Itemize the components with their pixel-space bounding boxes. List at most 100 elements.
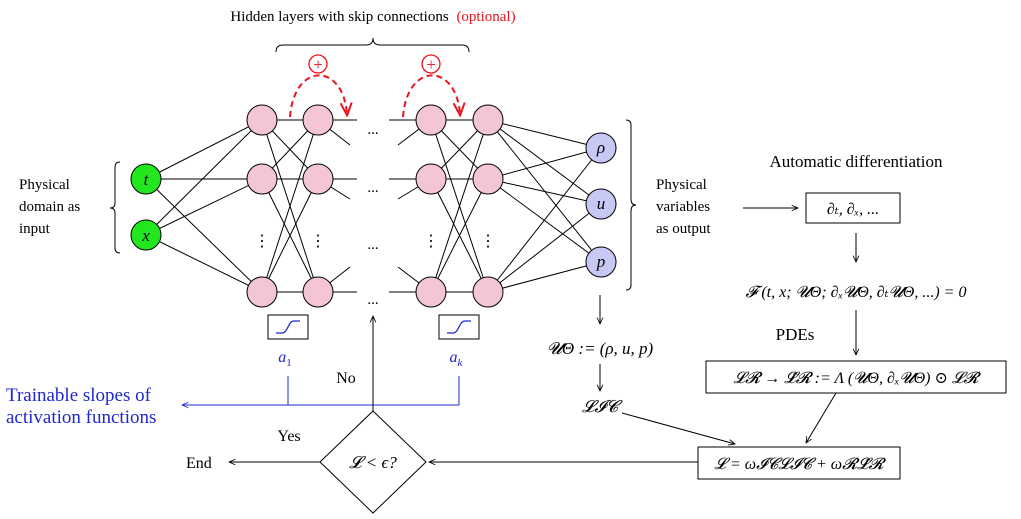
pde-residual-equation: 𝓕 (t, x; 𝓤Θ; ∂ₓ𝓤Θ, ∂ₜ𝓤Θ, ...) = 0	[746, 284, 967, 301]
connection-line	[487, 147, 602, 180]
skip-plus-icon-1	[308, 54, 328, 74]
hidden-node	[302, 163, 334, 195]
input-group-line-1: Physical	[19, 177, 70, 193]
no-label: No	[336, 370, 356, 387]
derivatives-box	[805, 192, 901, 224]
hidden-node	[415, 104, 447, 136]
network-connections	[145, 119, 602, 293]
output-group-label: Physical variables as output	[656, 177, 711, 237]
trainable-label-line-1: Trainable slopes of	[6, 385, 152, 406]
residual-loss-text: 𝓛𝓡 → 𝓛̂𝓡 := Λ (𝓤Θ, ∂ₓ𝓤Θ) ⊙ 𝓛𝓡	[734, 370, 982, 387]
input-group-line-2: domain as	[19, 199, 80, 215]
pdes-label: PDEs	[776, 325, 815, 344]
hidden-node	[302, 276, 334, 308]
activation-label-ak-sub: k	[458, 357, 464, 369]
output-brace	[625, 119, 637, 291]
skip-connection-2	[402, 74, 460, 117]
hidden-layers-brace	[275, 37, 470, 53]
title-main: Hidden layers with skip connections	[230, 9, 448, 25]
hidden-node	[246, 163, 278, 195]
solution-definition: 𝓤Θ := (ρ, u, p)	[547, 339, 654, 358]
vdots-layer-4: ⋮	[480, 233, 496, 250]
title-optional: (optional)	[456, 9, 515, 25]
activation-label-ak: ak	[450, 349, 464, 369]
input-node-t-label: t	[144, 170, 150, 189]
input-node-x-label: x	[141, 226, 150, 245]
auto-diff-label: Automatic differentiation	[770, 152, 943, 171]
connection-line	[145, 178, 263, 236]
activation-label-a1: a1	[278, 349, 292, 369]
hidden-node	[246, 276, 278, 308]
input-group-label: Physical domain as input	[19, 177, 80, 237]
skip-plus-1: +	[313, 55, 323, 74]
skip-plus-2: +	[426, 55, 436, 74]
activation-label-a1-base: a	[278, 349, 286, 366]
network-nodes	[130, 104, 617, 308]
hidden-node	[472, 104, 504, 136]
input-brace	[109, 161, 121, 254]
sigmoid-icon-1	[276, 320, 300, 334]
hidden-node	[472, 276, 504, 308]
output-group-line-2: variables	[656, 199, 710, 215]
connection-line	[487, 261, 602, 293]
vdots-layer-3: ⋮	[423, 233, 439, 250]
skip-connection-1	[289, 74, 347, 117]
vdots-layer-1: ⋮	[254, 233, 270, 250]
residual-loss-box	[705, 360, 1007, 394]
connection-line	[487, 203, 602, 293]
activation-box-1	[267, 314, 309, 340]
hidden-node	[246, 104, 278, 136]
end-label: End	[186, 455, 212, 472]
hidden-node	[472, 163, 504, 195]
connection-line	[145, 119, 263, 180]
ic-loss: 𝓛𝓘𝓒	[582, 397, 623, 416]
output-node	[585, 188, 617, 220]
input-group-line-3: input	[19, 221, 51, 237]
total-loss-box	[697, 446, 901, 480]
total-loss-text: 𝓛 = ω𝓘𝓒𝓛𝓘𝓒 + ω𝓡𝓛̂𝓡	[714, 456, 886, 473]
connection-line	[261, 178, 319, 293]
output-node	[585, 132, 617, 164]
connection-line	[145, 119, 263, 236]
output-node-p-label: p	[596, 252, 606, 271]
hidden-node	[415, 276, 447, 308]
connection-line	[487, 119, 602, 149]
sigmoid-icon-k	[447, 320, 471, 334]
convergence-check-diamond	[319, 410, 427, 514]
skip-plus-icon-2	[421, 54, 441, 74]
hidden-node	[302, 104, 334, 136]
trainable-label-line-2: activation functions	[6, 407, 156, 428]
residual-to-total-arrow	[806, 392, 837, 443]
connection-line	[430, 178, 489, 293]
output-node-rho-label: ρ	[596, 138, 605, 157]
connection-line	[487, 178, 602, 205]
convergence-check-text: 𝓛 < ϵ?	[349, 453, 397, 472]
activation-box-k	[438, 314, 480, 340]
connection-line	[487, 147, 602, 293]
derivatives-text: ∂ₜ, ∂ₓ, ...	[827, 201, 879, 218]
ic-to-total-arrow	[621, 412, 735, 444]
title-text: Hidden layers with skip connections (opt…	[230, 9, 515, 25]
connection-line	[261, 119, 319, 293]
layer-gap-ellipsis-mid: ...	[367, 180, 378, 196]
output-group-line-1: Physical	[656, 177, 707, 193]
connection-line	[145, 234, 263, 293]
connection-line	[430, 119, 489, 293]
input-node	[130, 219, 162, 251]
connection-line	[487, 119, 602, 205]
connection-line	[145, 178, 263, 293]
layer-gap-ellipsis-top: ...	[367, 122, 378, 138]
activation-label-a1-sub: 1	[286, 357, 292, 369]
skip-connections: + +	[289, 54, 460, 117]
output-node	[585, 246, 617, 278]
layer-gap-ellipsis-low: ...	[367, 237, 378, 253]
layer-gap-ellipsis-bottom: ...	[367, 292, 378, 308]
hidden-node	[415, 163, 447, 195]
output-node-u-label: u	[597, 194, 606, 213]
trainable-slope-arrows	[182, 376, 460, 405]
vdots-layer-2: ⋮	[310, 233, 326, 250]
yes-label: Yes	[277, 428, 300, 445]
activation-label-ak-base: a	[450, 349, 458, 366]
output-group-line-3: as output	[656, 221, 711, 237]
